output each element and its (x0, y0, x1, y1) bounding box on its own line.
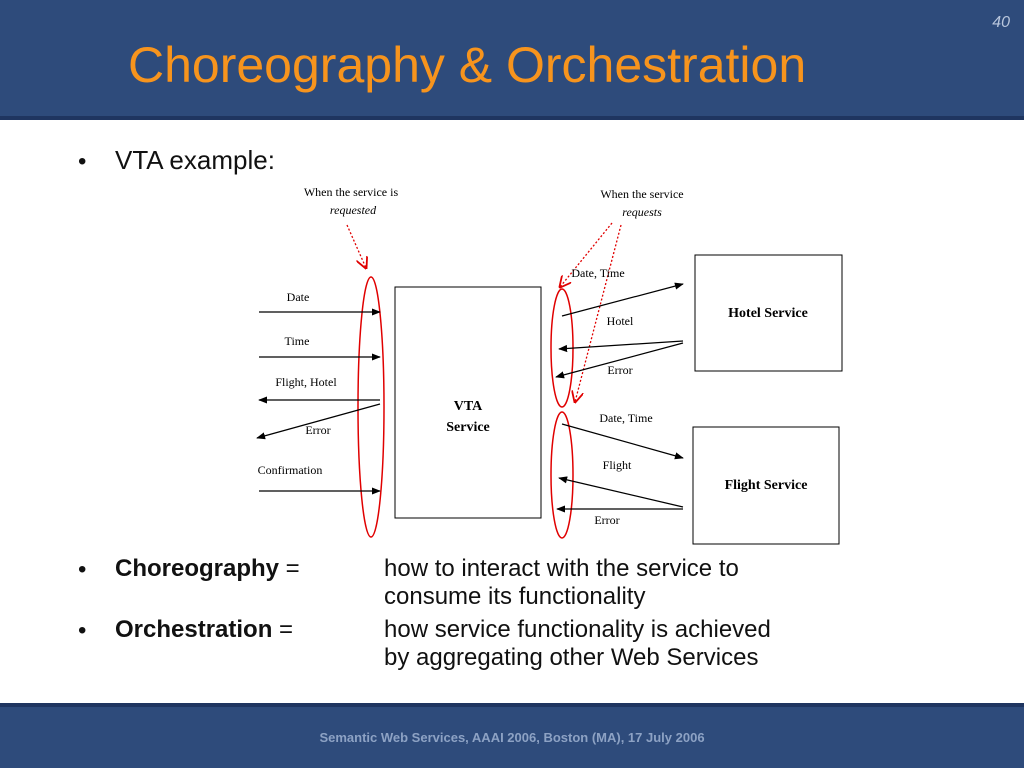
hotel-msg-hotel-label: Hotel (607, 314, 634, 328)
vta-service-box (394, 286, 542, 519)
hotel-msg-hotel-arrow (558, 340, 684, 353)
orchestration-definition-line2: by aggregating other Web Services (384, 644, 759, 671)
flight-msg-flight-arrow (558, 476, 684, 508)
flight-msg-date-time-arrow (561, 423, 684, 460)
choreography-term: Choreography = (115, 555, 300, 583)
note-requests-line2: requests (622, 205, 662, 219)
choreography-term-text: Choreography (115, 555, 280, 582)
hotel-msg-error-arrow (555, 342, 684, 379)
bullet-dot: • (78, 556, 87, 583)
hotel-msg-date-time-arrow (561, 282, 684, 317)
flight-msg-error-label: Error (594, 513, 619, 527)
intro-bullet: VTA example: (115, 145, 275, 175)
note-requests-line1: When the service (600, 187, 683, 201)
footer-text: Semantic Web Services, AAAI 2006, Boston… (319, 730, 705, 745)
pointer-requests-top (560, 222, 613, 287)
orchestration-term: Orchestration = (115, 616, 293, 644)
note-requested-line2: requested (330, 203, 377, 217)
hotel-msg-date-time-label: Date, Time (571, 266, 624, 280)
orchestration-equals: = (272, 616, 294, 643)
msg-confirmation-label: Confirmation (258, 463, 323, 477)
flight-interface-ellipse (550, 411, 574, 539)
choreography-definition: how to interact with the service to cons… (384, 555, 739, 611)
slide-title: Choreography & Orchestration (128, 37, 807, 93)
flight-service-label: Flight Service (725, 478, 808, 493)
hotel-service-label: Hotel Service (728, 306, 808, 321)
slide-header: 40 Choreography & Orchestration (0, 0, 1024, 120)
orchestration-definition: how service functionality is achieved by… (384, 616, 771, 672)
msg-error-arrow (256, 403, 381, 440)
note-requested-line1: When the service is (304, 185, 399, 199)
page-number: 40 (992, 14, 1010, 31)
pointer-requested (346, 224, 366, 268)
hotel-msg-error-label: Error (607, 363, 632, 377)
msg-flight-hotel-label: Flight, Hotel (275, 375, 337, 389)
orchestration-definition-line1: how service functionality is achieved (384, 616, 771, 643)
flight-msg-flight-label: Flight (603, 458, 632, 472)
hotel-service-box (694, 254, 843, 372)
bullet-dot: • (78, 617, 87, 644)
slide-footer: Semantic Web Services, AAAI 2006, Boston… (0, 703, 1024, 768)
choreography-equals: = (279, 555, 300, 582)
vta-service-label-line2: Service (446, 420, 490, 435)
choreography-definition-line2: consume its functionality (384, 583, 646, 610)
msg-date-label: Date (287, 290, 310, 304)
vta-service-label-line1: VTA (454, 399, 483, 414)
flight-msg-date-time-label: Date, Time (599, 411, 652, 425)
bullet-dot: • (78, 148, 87, 175)
pointer-requests-bottom (575, 224, 622, 402)
msg-time-label: Time (285, 334, 310, 348)
requested-interface-ellipse (357, 276, 385, 538)
flight-service-box (692, 426, 840, 545)
choreography-definition-line1: how to interact with the service to (384, 555, 739, 582)
msg-error-label: Error (305, 423, 330, 437)
orchestration-term-text: Orchestration (115, 616, 273, 643)
